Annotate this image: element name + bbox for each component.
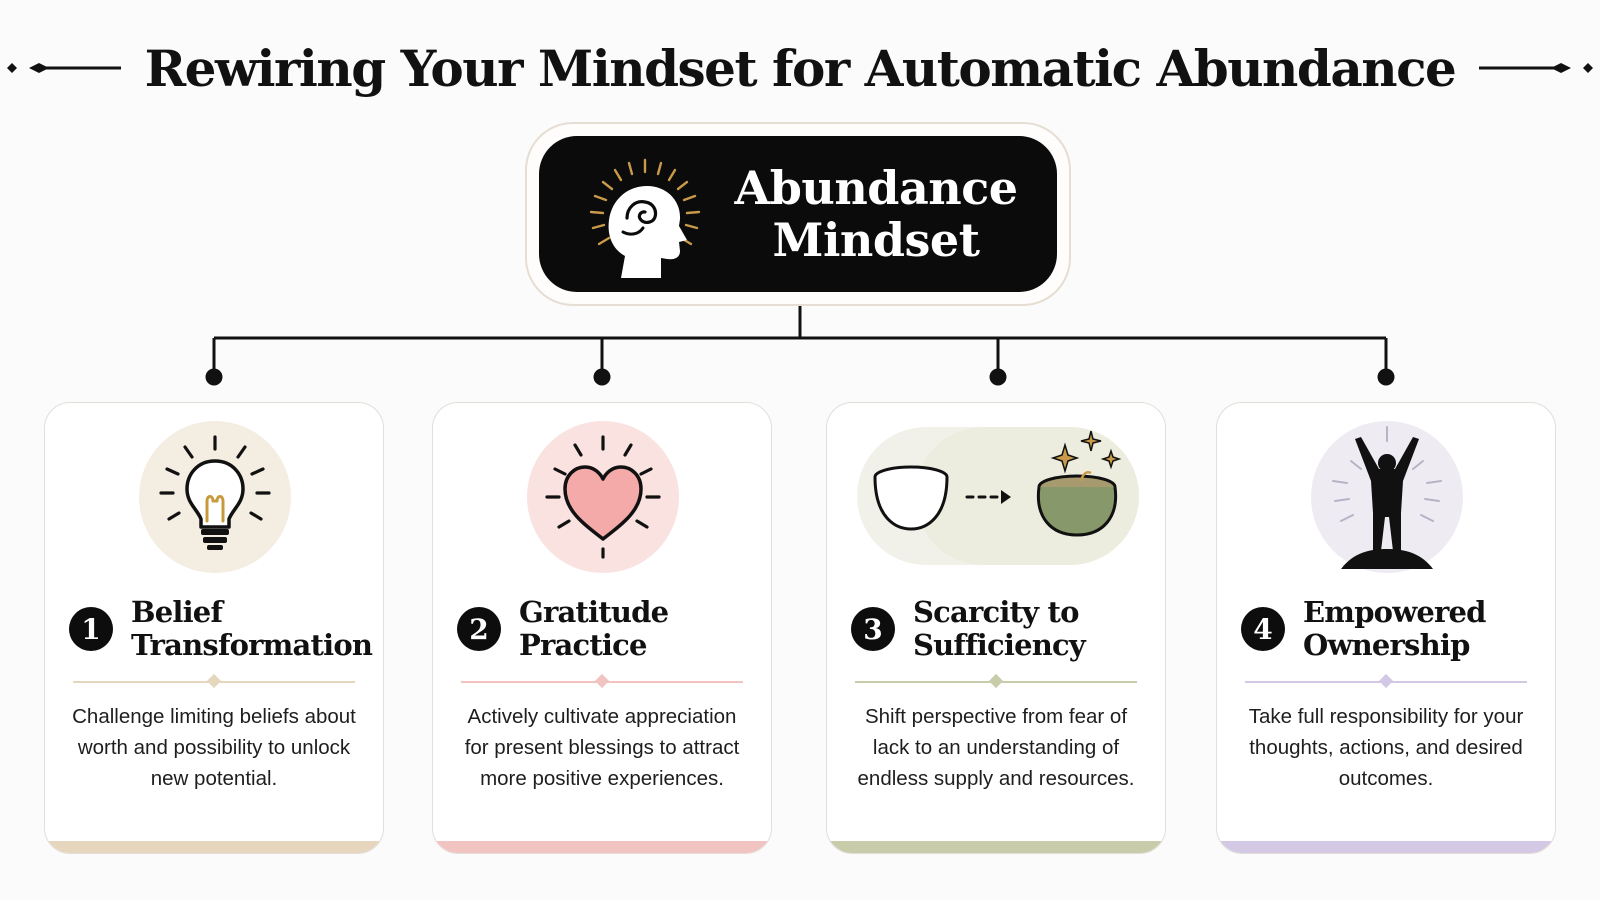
card-description: Challenge limiting beliefs about worth a… [72, 705, 356, 790]
left-flourish-icon [6, 63, 121, 73]
card-header: 4 Empowered Ownership [1241, 591, 1541, 667]
card-title-line-2: Practice [519, 628, 647, 662]
card-title-line-1: Empowered [1303, 595, 1486, 629]
right-flourish-icon [1479, 63, 1594, 73]
card-title-line-2: Sufficiency [913, 628, 1086, 662]
lightbulb-icon [139, 421, 291, 573]
empty-to-full-pot-icon [857, 427, 1139, 565]
title-row: Rewiring Your Mindset for Automatic Abun… [0, 28, 1600, 108]
page-title: Rewiring Your Mindset for Automatic Abun… [144, 38, 1457, 98]
card-empowered-ownership: 4 Empowered Ownership Take full responsi… [1216, 402, 1556, 854]
card-title: Belief Transformation [131, 595, 373, 662]
heart-icon [527, 421, 679, 573]
card-header: 3 Scarcity to Sufficiency [851, 591, 1151, 667]
card-scarcity-to-sufficiency: 3 Scarcity to Sufficiency Shift perspect… [826, 402, 1166, 854]
card-accent-bar [433, 841, 771, 853]
card-accent-bar [45, 841, 383, 853]
card-accent-bar [1217, 841, 1555, 853]
victory-figure-icon [1311, 421, 1463, 573]
card-divider [73, 673, 355, 689]
card-divider [461, 673, 743, 689]
central-node: Abundance Mindset [525, 122, 1071, 306]
step-number-badge: 2 [457, 607, 501, 651]
card-header: 2 Gratitude Practice [457, 591, 757, 667]
central-node-label: Abundance Mindset [715, 136, 1037, 292]
card-title-line-1: Scarcity to [913, 595, 1079, 629]
step-number-badge: 4 [1241, 607, 1285, 651]
card-belief-transformation: 1 Belief Transformation Challenge limiti… [44, 402, 384, 854]
card-description: Actively cultivate appreciation for pres… [464, 705, 740, 790]
card-gratitude-practice: 2 Gratitude Practice Actively cultivate … [432, 402, 772, 854]
card-title: Empowered Ownership [1303, 596, 1486, 662]
card-title-line-1: Gratitude [519, 595, 669, 629]
card-title-line-1: Belief [131, 595, 223, 629]
central-node-line-2: Mindset [772, 213, 980, 267]
card-title-line-2: Ownership [1303, 628, 1470, 662]
step-number-badge: 3 [851, 607, 895, 651]
card-divider [1245, 673, 1527, 689]
central-node-badge: Abundance Mindset [539, 136, 1057, 292]
head-radiating-icon [589, 158, 701, 278]
card-header: 1 Belief Transformation [69, 591, 373, 667]
card-accent-bar [827, 841, 1165, 853]
step-number-badge: 1 [69, 607, 113, 651]
card-title: Gratitude Practice [519, 595, 669, 662]
central-node-line-1: Abundance [734, 161, 1018, 215]
card-description: Take full responsibility for your though… [1248, 705, 1524, 790]
card-title: Scarcity to Sufficiency [913, 595, 1086, 662]
card-description: Shift perspective from fear of lack to a… [857, 705, 1135, 790]
card-title-line-2: Transformation [131, 628, 373, 662]
card-divider [855, 673, 1137, 689]
